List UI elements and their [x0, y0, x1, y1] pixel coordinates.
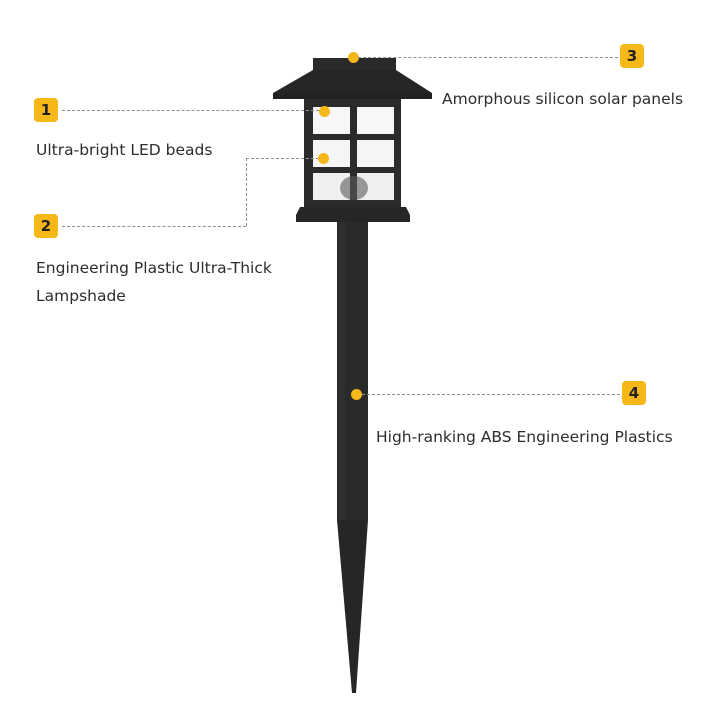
callout-label-2-line2: Lampshade [36, 287, 126, 305]
marker-dot-1 [319, 106, 330, 117]
leader-line-2b [246, 158, 247, 226]
callout-label-1: Ultra-bright LED beads [36, 141, 213, 159]
callout-label-2-line1: Engineering Plastic Ultra-Thick [36, 259, 272, 277]
callout-badge-2: 2 [34, 214, 58, 238]
leader-line-2c [246, 158, 324, 159]
leader-line-1 [62, 110, 324, 111]
leader-line-2a [62, 226, 246, 227]
leader-line-3 [358, 57, 618, 58]
callout-badge-4: 4 [622, 381, 646, 405]
marker-dot-4 [351, 389, 362, 400]
marker-dot-3 [348, 52, 359, 63]
callout-label-3: Amorphous silicon solar panels [442, 90, 684, 108]
callout-badge-3: 3 [620, 44, 644, 68]
marker-dot-2 [318, 153, 329, 164]
leader-line-4 [362, 394, 620, 395]
callout-label-4: High-ranking ABS Engineering Plastics [376, 428, 673, 446]
callout-badge-1: 1 [34, 98, 58, 122]
